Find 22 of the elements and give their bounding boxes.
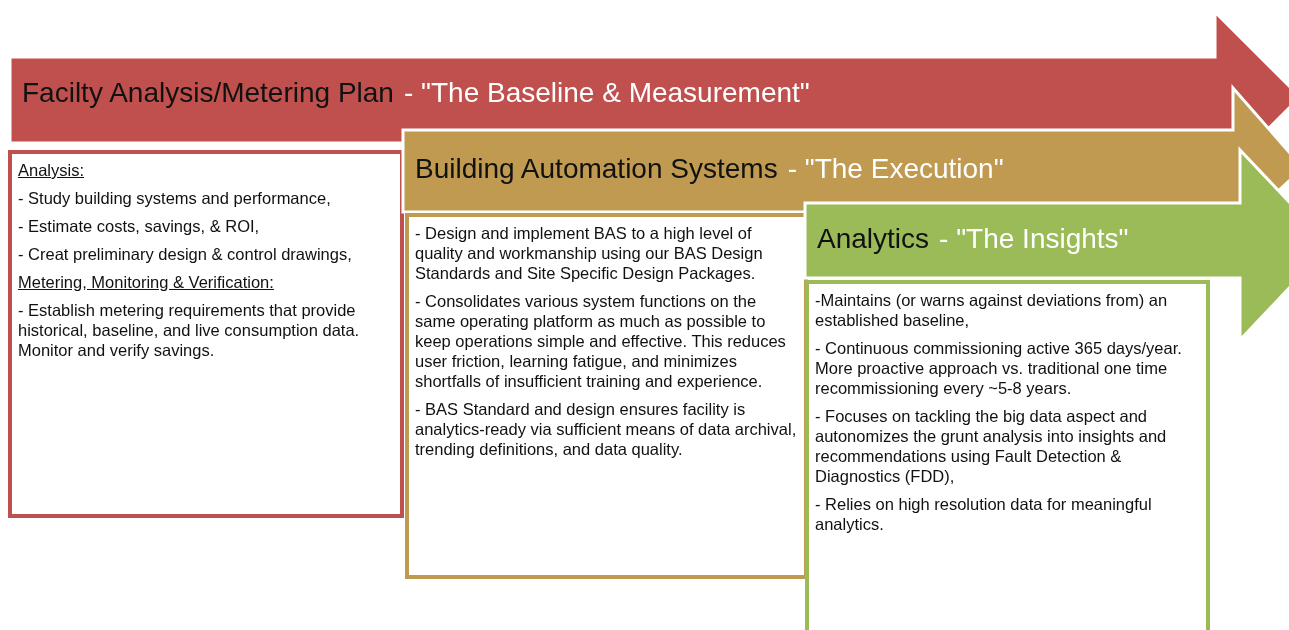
bullet-text: - Continuous commissioning active 365 days/year. More proactive approach vs. traditional one time recommissioning every ~5-8 years. [815, 338, 1183, 398]
text-panel [8, 150, 404, 518]
text-panel [405, 213, 808, 579]
banner-title: Building Automation Systems [415, 152, 778, 186]
bullet-text: - BAS Standard and design ensures facility is analytics-ready via sufficient means of data archival, trending definitions, and data quality. [415, 399, 798, 459]
banner-title: Analytics [817, 222, 930, 256]
bullet-text: - Relies on high resolution data for meaningful analytics. [815, 494, 1153, 534]
bullet-text: - Design and implement BAS to a high level of quality and workmanship using our BAS Design Standards and Site Specific Design Packages. [415, 223, 764, 283]
text-panel [805, 280, 1210, 630]
bullet-text: - Focuses on tackling the big data aspect and autonomizes the grunt analysis into insights and recommendations using Fault Detection & Diagnostics (FDD), [815, 406, 1168, 486]
section-heading: Metering, Monitoring & Verification: [18, 272, 275, 292]
banner-subtitle: - "The Insights" [939, 222, 1129, 256]
bullet-text: - Establish metering requirements that provide historical, baseline, and live consumption data. Monitor and verify savings. [18, 300, 361, 360]
section-heading: Analysis: [18, 160, 86, 180]
bullet-text: - Study building systems and performance, [18, 188, 332, 208]
bullet-text: - Consolidates various system functions on the same operating platform as much as possible to keep operations simple and effective. This reduces user friction, learning fatigue, and minimizes shortfalls of insufficient training and experience. [415, 291, 787, 391]
banner-title: Facilty Analysis/Metering Plan [22, 76, 394, 110]
bullet-text: - Creat preliminary design & control drawings, [18, 244, 353, 264]
banner-subtitle: - "The Execution" [787, 152, 1004, 186]
bullet-text: -Maintains (or warns against deviations from) an established baseline, [815, 290, 1169, 330]
banner-subtitle: - "The Baseline & Measurement" [403, 76, 810, 110]
bullet-text: - Estimate costs, savings, & ROI, [18, 216, 261, 236]
